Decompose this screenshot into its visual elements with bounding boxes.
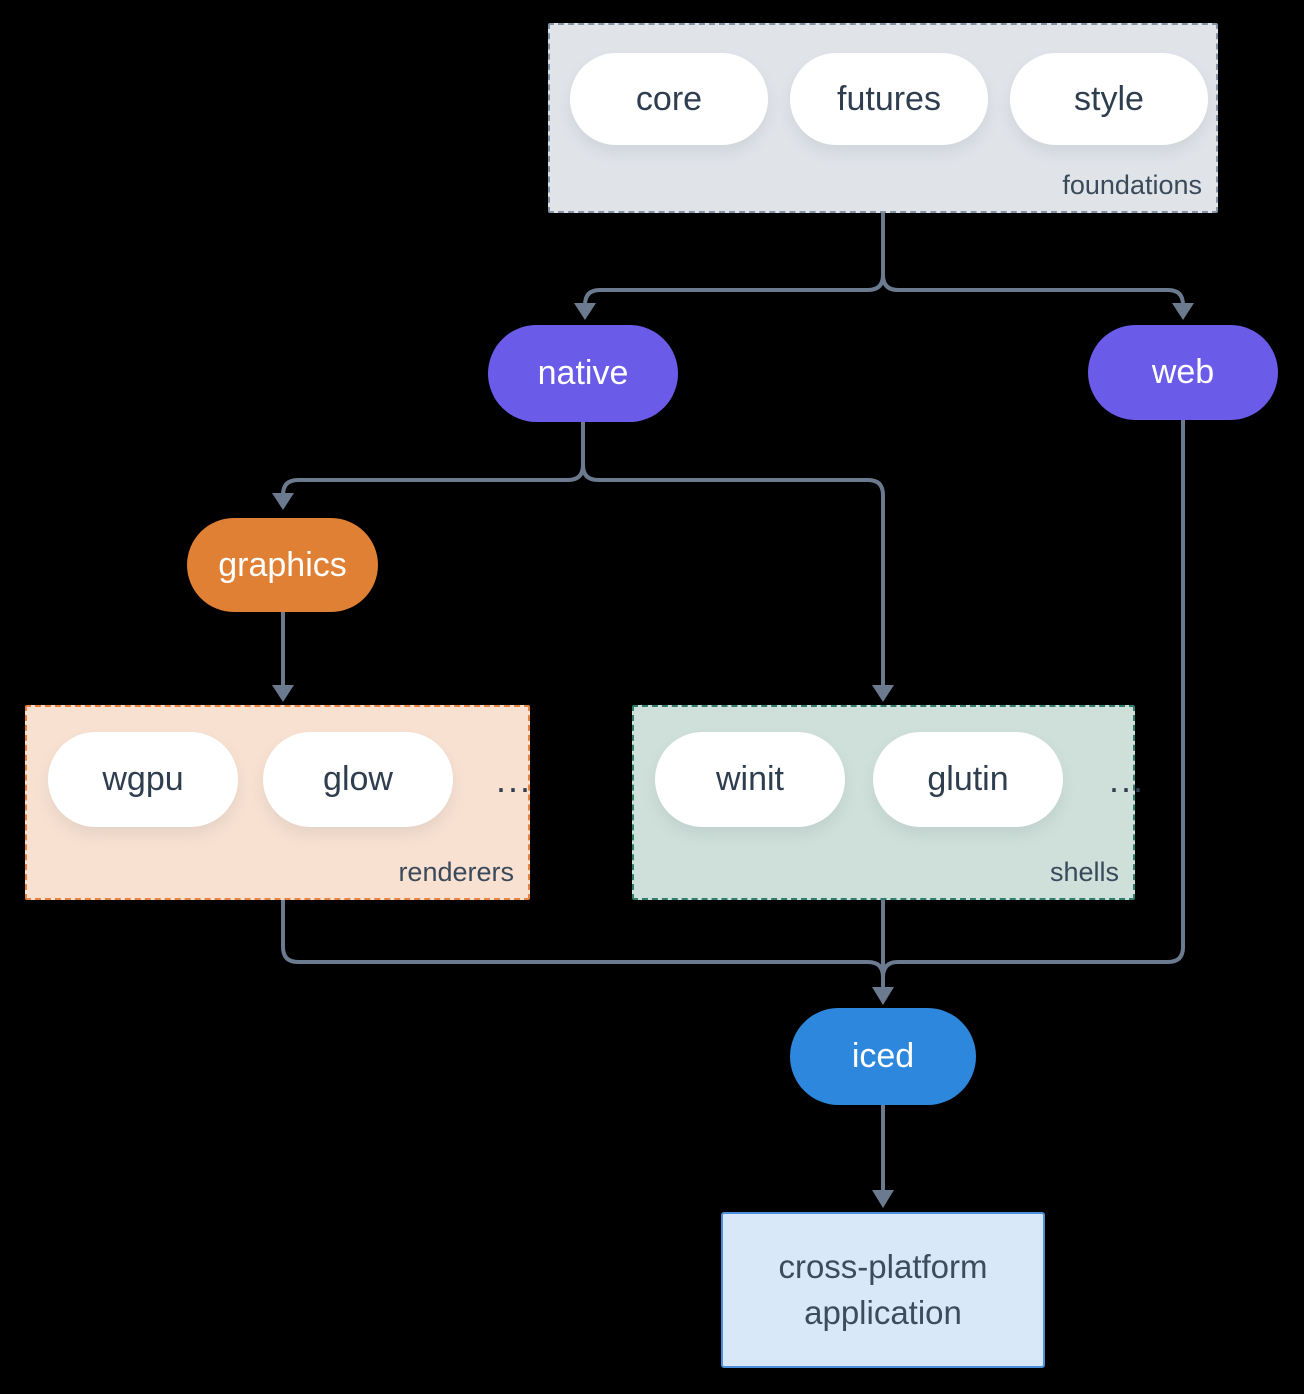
shells-pill-row: winit glutin ... xyxy=(655,732,1145,827)
application-label-line1: cross-platform xyxy=(778,1247,988,1285)
arrowhead-application xyxy=(872,1190,894,1208)
node-iced: iced xyxy=(790,1008,976,1105)
node-wgpu: wgpu xyxy=(48,732,238,827)
arrowhead-web xyxy=(1172,303,1194,320)
group-foundations: core futures style foundations xyxy=(548,23,1218,213)
arrowhead-iced xyxy=(872,987,894,1005)
group-renderers: wgpu glow ... renderers xyxy=(25,705,530,900)
arrowhead-graphics xyxy=(272,493,294,510)
edge-renderers-iced xyxy=(281,900,885,987)
foundations-pill-row: core futures style xyxy=(570,53,1208,145)
foundations-label: foundations xyxy=(1062,170,1202,200)
edge-foundations-web xyxy=(881,212,1185,306)
application-label-line2: application xyxy=(804,1294,962,1331)
edge-native-graphics xyxy=(281,422,585,496)
node-cross-platform-application: cross-platform application xyxy=(721,1212,1045,1368)
renderers-ellipsis: ... xyxy=(496,758,533,800)
edge-native-shells xyxy=(581,422,885,685)
node-futures: futures xyxy=(790,53,988,145)
node-graphics: graphics xyxy=(187,518,378,612)
shells-ellipsis: ... xyxy=(1109,758,1146,800)
arrowhead-shells xyxy=(872,685,894,702)
arrowhead-native xyxy=(574,303,596,320)
node-winit: winit xyxy=(655,732,845,827)
edge-web-iced xyxy=(881,418,1185,987)
arrowhead-renderers xyxy=(272,685,294,702)
group-shells: winit glutin ... shells xyxy=(632,705,1143,900)
node-style: style xyxy=(1010,53,1208,145)
node-glutin: glutin xyxy=(873,732,1063,827)
node-native: native xyxy=(488,325,678,422)
edge-foundations-native xyxy=(583,212,885,306)
shells-label: shells xyxy=(1049,857,1119,887)
node-core: core xyxy=(570,53,768,145)
node-glow: glow xyxy=(263,732,453,827)
renderers-label: renderers xyxy=(398,857,514,887)
renderers-pill-row: wgpu glow ... xyxy=(48,732,532,827)
node-web: web xyxy=(1088,325,1278,420)
